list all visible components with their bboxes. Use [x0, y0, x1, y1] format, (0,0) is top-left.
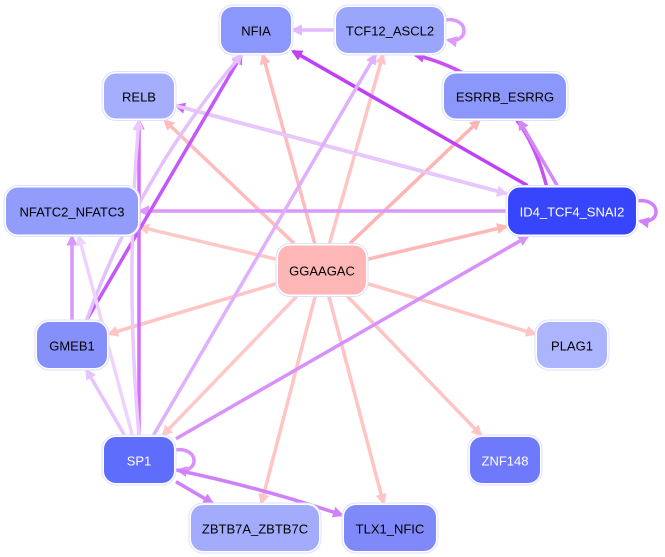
- node-label: TLX1_NFIC: [356, 522, 425, 537]
- node-label: NFIA: [241, 24, 271, 39]
- node-box: [336, 7, 444, 53]
- edge-ggaagac-to-id4_tcf4_snai2: [367, 223, 509, 261]
- edge-ggaagac-to-znf148: [346, 295, 483, 437]
- node-box: [278, 245, 366, 295]
- node-box: [537, 322, 607, 368]
- node-gmeb1[interactable]: GMEB1: [34, 319, 110, 371]
- edge-ggaagac-to-esrrb_esrrg: [348, 118, 481, 245]
- node-zbtb7a_zbtb7c[interactable]: ZBTB7A_ZBTB7C: [188, 502, 322, 554]
- edge-ggaagac-to-plag1: [367, 282, 538, 337]
- node-label: PLAG1: [551, 339, 593, 354]
- node-sp1[interactable]: SP1: [101, 434, 177, 486]
- edge-sp1-to-zbtb7a_zbtb7c: [175, 480, 215, 505]
- edge-gmeb1-to-nfia: [85, 53, 243, 321]
- edge-ggaagac-to-sp1: [161, 295, 298, 437]
- edge-ggaagac-to-zbtb7a_zbtb7c: [258, 296, 317, 506]
- node-label: SP1: [127, 454, 152, 469]
- node-label: GGAAGAC: [289, 264, 355, 279]
- node-box: [191, 505, 319, 551]
- node-box: [508, 187, 636, 235]
- node-esrrb_esrrg[interactable]: ESRRB_ESRRG: [441, 71, 569, 121]
- node-box: [104, 73, 174, 119]
- edge-relb-to-id4_tcf4_snai2: [175, 104, 509, 197]
- node-label: TCF12_ASCL2: [346, 24, 434, 39]
- node-box: [37, 322, 107, 368]
- edge-sp1-to-sp1: [173, 448, 196, 478]
- edge-ggaagac-to-tcf12_ascl2: [327, 52, 386, 244]
- node-label: GMEB1: [49, 339, 95, 354]
- node-nfatc2_nfatc3[interactable]: NFATC2_NFATC3: [3, 185, 141, 237]
- node-plag1[interactable]: PLAG1: [534, 319, 610, 371]
- edge-id4_tcf4_snai2-to-nfia: [291, 49, 529, 188]
- node-box: [104, 437, 174, 483]
- node-box: [6, 187, 138, 235]
- edge-ggaagac-to-nfatc2_nfatc3: [137, 223, 277, 261]
- node-relb[interactable]: RELB: [101, 71, 177, 121]
- node-box: [221, 7, 291, 53]
- edge-sp1-to-relb: [130, 118, 144, 436]
- edge-ggaagac-to-gmeb1: [106, 282, 277, 337]
- node-znf148[interactable]: ZNF148: [467, 434, 543, 486]
- node-nfia[interactable]: NFIA: [218, 4, 294, 56]
- node-label: ZBTB7A_ZBTB7C: [202, 522, 308, 537]
- edge-ggaagac-to-tlx1_nfic: [327, 296, 387, 506]
- node-id4_tcf4_snai2[interactable]: ID4_TCF4_SNAI2: [505, 185, 639, 237]
- node-label: ZNF148: [482, 454, 529, 469]
- node-label: NFATC2_NFATC3: [20, 205, 125, 220]
- node-box: [344, 505, 436, 551]
- node-box: [444, 73, 566, 119]
- edge-sp1-to-gmeb1: [85, 368, 126, 436]
- edge-sp1-to-id4_tcf4_snai2: [175, 234, 530, 441]
- node-label: ESRRB_ESRRG: [456, 90, 554, 105]
- node-tcf12_ascl2[interactable]: TCF12_ASCL2: [333, 4, 447, 56]
- edge-tcf12_ascl2-to-tcf12_ascl2: [443, 18, 466, 48]
- edge-sp1-to-tcf12_ascl2: [152, 53, 377, 436]
- edge-ggaagac-to-nfia: [259, 52, 317, 244]
- node-tlx1_nfic[interactable]: TLX1_NFIC: [341, 502, 439, 554]
- edge-sp1-to-tlx1_nfic: [175, 468, 345, 518]
- node-label: RELB: [122, 90, 156, 105]
- node-label: ID4_TCF4_SNAI2: [520, 205, 625, 220]
- edge-gmeb1-to-nfia: [84, 53, 243, 321]
- node-ggaagac[interactable]: GGAAGAC: [275, 243, 369, 297]
- edge-id4_tcf4_snai2-to-id4_tcf4_snai2: [635, 199, 658, 229]
- node-box: [470, 437, 540, 483]
- edge-id4_tcf4_snai2-to-esrrb_esrrg: [517, 118, 559, 187]
